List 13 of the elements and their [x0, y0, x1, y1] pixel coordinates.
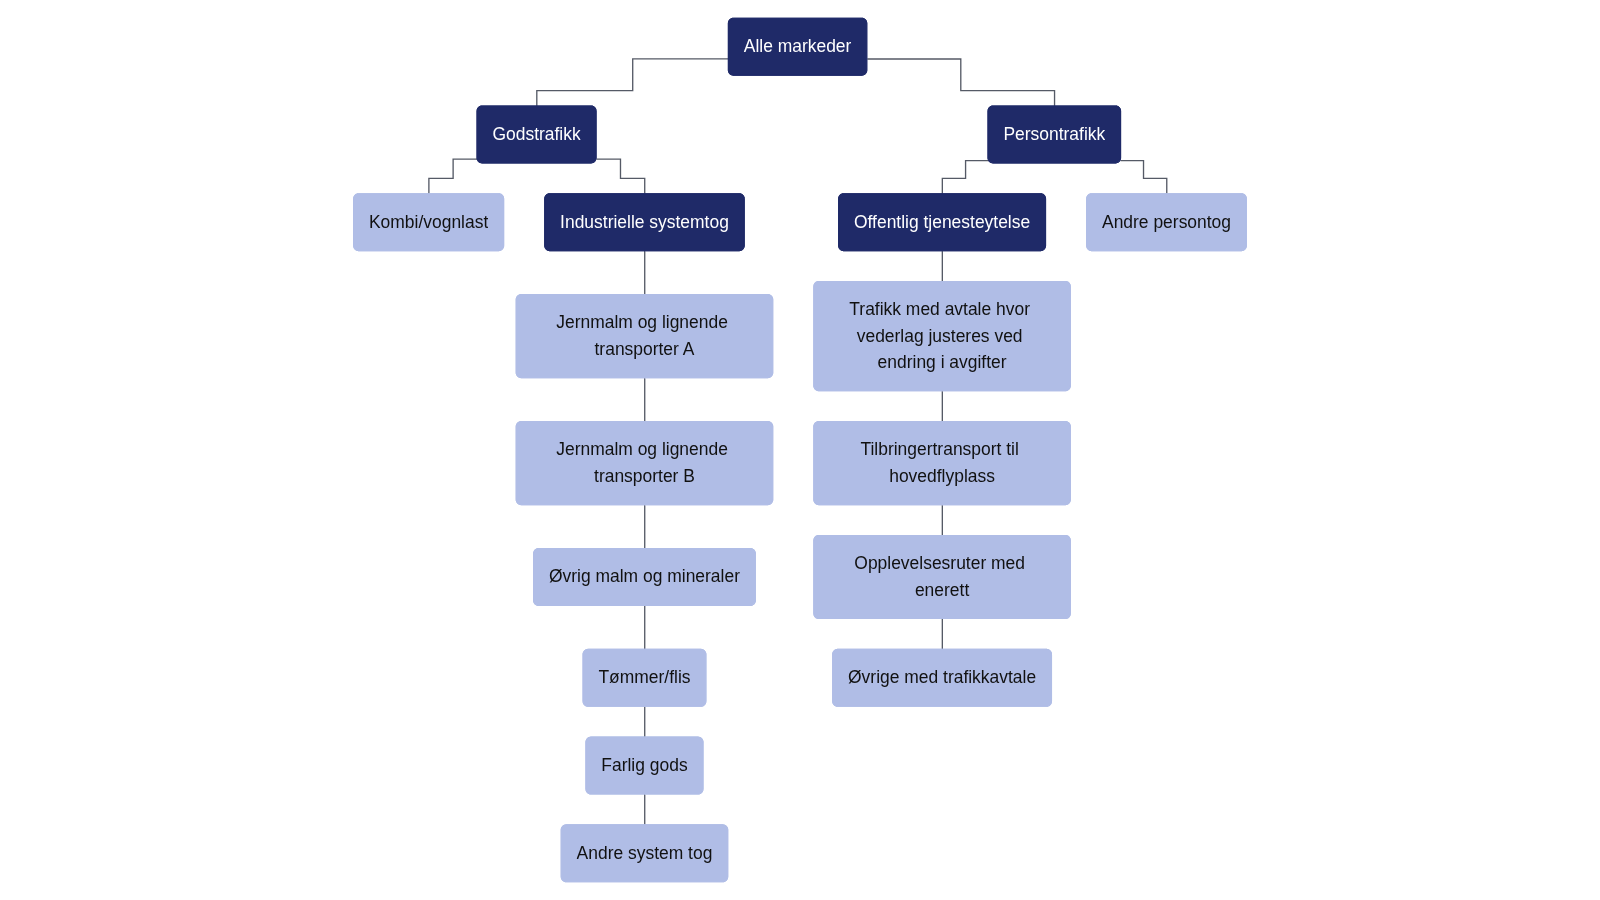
connector [644, 793, 646, 826]
connector [941, 618, 944, 651]
connector [941, 504, 944, 537]
connector [644, 504, 646, 550]
connector [941, 159, 990, 195]
connector [644, 706, 646, 739]
connector [1119, 159, 1168, 195]
connector [644, 605, 646, 651]
connector [941, 390, 944, 423]
connector [595, 158, 646, 195]
connector [644, 377, 646, 423]
connector [644, 250, 646, 296]
connector [941, 250, 944, 283]
